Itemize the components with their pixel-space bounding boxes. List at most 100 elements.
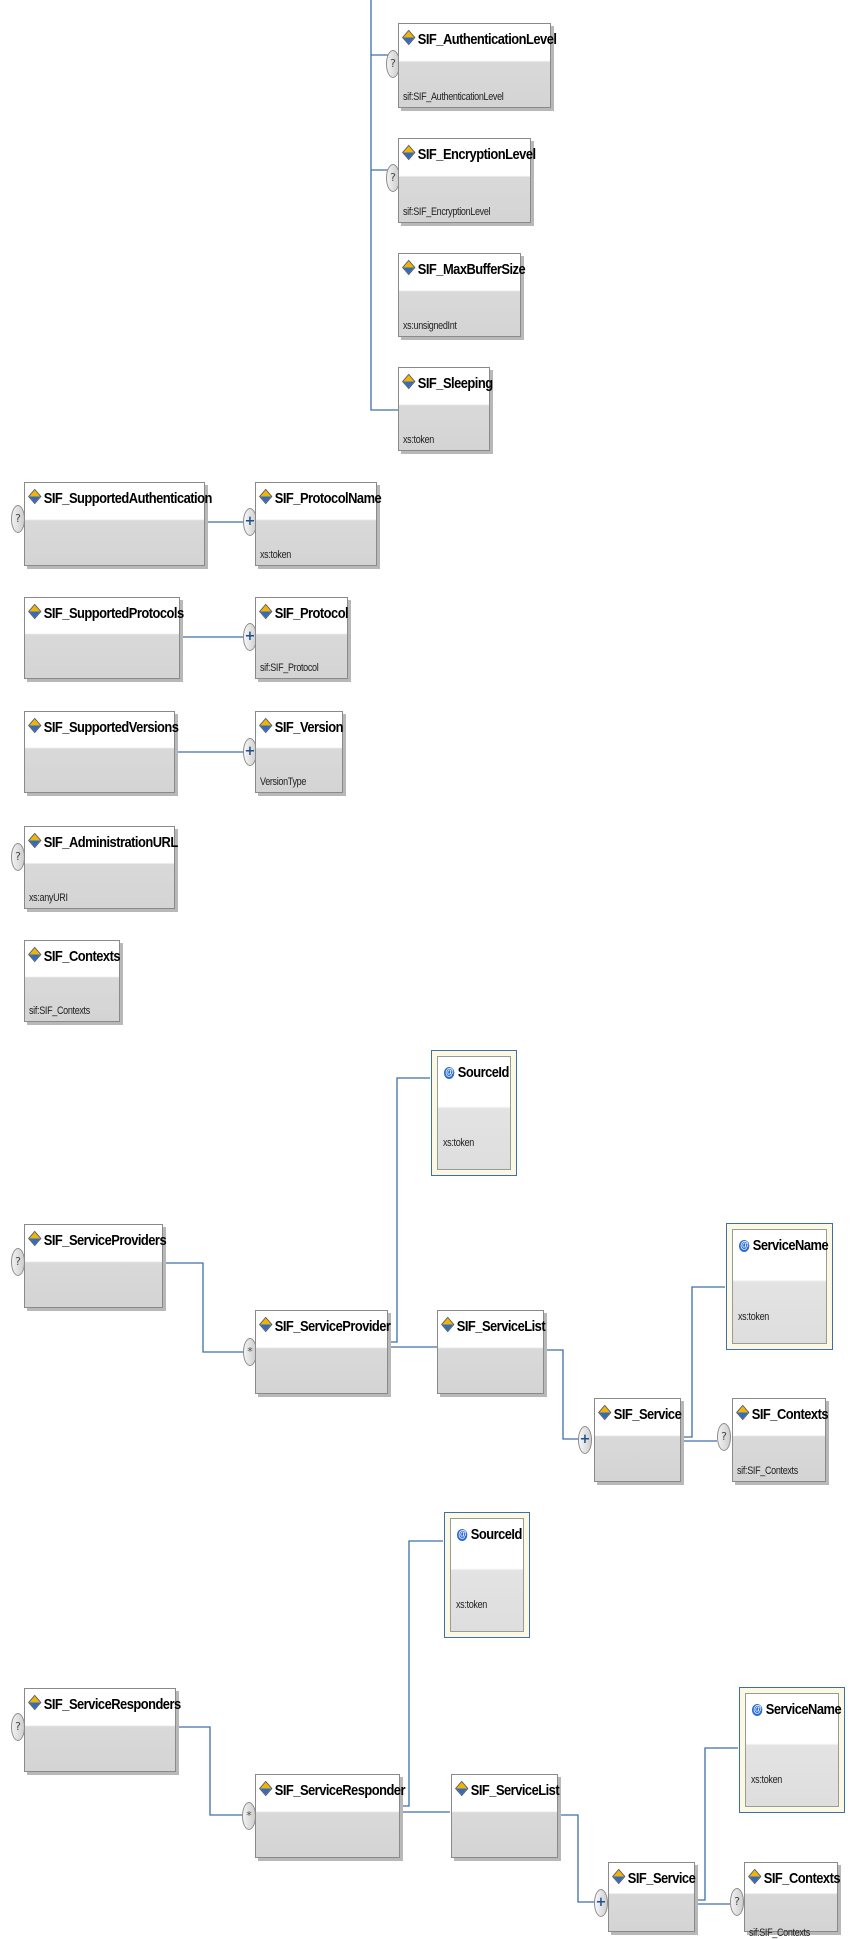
element-icon xyxy=(259,717,273,734)
node-type: xs:unsignedInt xyxy=(403,320,457,332)
provider-sif-servicelist-node[interactable]: SIF_ServiceList xyxy=(437,1310,546,1394)
node-name: ServiceName xyxy=(752,1237,829,1254)
node-name: SourceId xyxy=(457,1064,510,1081)
optional-indicator: ? xyxy=(11,505,25,533)
node-name: SIF_SupportedVersions xyxy=(43,719,179,736)
attribute-icon: @ xyxy=(752,1704,763,1716)
element-icon xyxy=(259,488,273,505)
optional-indicator: ? xyxy=(11,843,25,871)
node-type: sif:SIF_EncryptionLevel xyxy=(403,206,491,218)
responder-sif-service-node[interactable]: SIF_Service xyxy=(608,1862,696,1932)
sif-serviceresponders-node[interactable]: SIF_ServiceResponders xyxy=(24,1688,181,1772)
node-name: SIF_Service xyxy=(627,1870,696,1887)
node-name: SIF_Contexts xyxy=(763,1870,841,1887)
optional-indicator: ? xyxy=(11,1248,25,1276)
node-name: SIF_SupportedProtocols xyxy=(43,605,184,622)
node-name: SIF_AdministrationURL xyxy=(43,834,178,851)
sif-authenticationlevel-node[interactable]: SIF_AuthenticationLevel sif:SIF_Authenti… xyxy=(398,23,557,108)
node-type: sif:SIF_Protocol xyxy=(260,662,319,674)
element-icon xyxy=(455,1780,469,1797)
optional-indicator: ? xyxy=(11,1713,25,1741)
sif-sleeping-node[interactable]: SIF_Sleeping xs:token xyxy=(398,367,493,451)
element-icon xyxy=(441,1316,455,1333)
node-name: SIF_ServiceList xyxy=(456,1318,546,1335)
provider-sif-contexts-node[interactable]: SIF_Contexts sif:SIF_Contexts xyxy=(732,1398,829,1482)
sif-supportedprotocols-node[interactable]: SIF_SupportedProtocols xyxy=(24,597,184,679)
sif-maxbuffersize-node[interactable]: SIF_MaxBufferSize xs:unsignedInt xyxy=(398,253,526,337)
node-name: SIF_ServiceResponder xyxy=(274,1782,406,1799)
element-icon xyxy=(259,1316,273,1333)
responder-sif-servicelist-node[interactable]: SIF_ServiceList xyxy=(451,1774,560,1858)
node-name: SIF_ServiceList xyxy=(470,1782,560,1799)
element-icon xyxy=(28,603,42,620)
node-type: xs:token xyxy=(738,1311,769,1323)
optional-indicator: ? xyxy=(717,1423,731,1451)
node-type: xs:token xyxy=(443,1137,474,1149)
node-name: SIF_Service xyxy=(613,1406,682,1423)
element-icon xyxy=(402,144,416,161)
sif-protocolname-node[interactable]: SIF_ProtocolName xs:token xyxy=(255,482,382,566)
node-name: ServiceName xyxy=(765,1701,842,1718)
attribute-icon: @ xyxy=(444,1067,455,1079)
responder-servicename-attribute[interactable]: @ServiceName xs:token xyxy=(739,1687,845,1813)
node-name: SIF_MaxBufferSize xyxy=(417,261,526,278)
attribute-icon: @ xyxy=(457,1529,468,1541)
node-type: xs:token xyxy=(751,1774,782,1786)
sif-serviceproviders-node[interactable]: SIF_ServiceProviders xyxy=(24,1224,167,1308)
responder-sourceid-attribute[interactable]: @SourceId xs:token xyxy=(444,1512,530,1638)
sif-protocol-node[interactable]: SIF_Protocol sif:SIF_Protocol xyxy=(255,597,349,679)
provider-sourceid-attribute[interactable]: @SourceId xs:token xyxy=(431,1050,517,1176)
node-type: sif:SIF_AuthenticationLevel xyxy=(403,91,504,103)
provider-sif-service-node[interactable]: SIF_Service xyxy=(594,1398,682,1482)
element-icon xyxy=(612,1868,626,1885)
element-icon xyxy=(598,1404,612,1421)
node-type: xs:anyURI xyxy=(29,892,68,904)
node-type: xs:token xyxy=(260,549,291,561)
sif-contexts-node[interactable]: SIF_Contexts sif:SIF_Contexts xyxy=(24,940,121,1022)
sif-supportedversions-node[interactable]: SIF_SupportedVersions xyxy=(24,711,179,793)
node-name: SourceId xyxy=(470,1526,523,1543)
sif-serviceprovider-node[interactable]: SIF_ServiceProvider xyxy=(255,1310,391,1394)
provider-servicename-attribute[interactable]: @ServiceName xs:token xyxy=(726,1223,833,1350)
node-type: sif:SIF_Contexts xyxy=(737,1465,798,1477)
zero-or-more-indicator: * xyxy=(242,1802,256,1830)
node-name: SIF_Version xyxy=(274,719,344,736)
element-icon xyxy=(402,373,416,390)
sequence-indicator: + xyxy=(578,1426,592,1454)
node-name: SIF_Contexts xyxy=(751,1406,829,1423)
node-name: SIF_ProtocolName xyxy=(274,490,382,507)
sif-version-node[interactable]: SIF_Version VersionType xyxy=(255,711,343,793)
element-icon xyxy=(28,1230,42,1247)
node-name: SIF_AuthenticationLevel xyxy=(417,31,557,48)
node-type: VersionType xyxy=(260,776,307,788)
responder-sif-contexts-node[interactable]: SIF_Contexts sif:SIF_Contexts xyxy=(744,1862,841,1939)
element-icon xyxy=(28,717,42,734)
node-name: SIF_EncryptionLevel xyxy=(417,146,536,163)
element-icon xyxy=(402,259,416,276)
element-icon xyxy=(28,832,42,849)
sif-serviceresponder-node[interactable]: SIF_ServiceResponder xyxy=(255,1774,405,1858)
sif-supportedauthentication-node[interactable]: SIF_SupportedAuthentication xyxy=(24,482,212,566)
node-name: SIF_ServiceProvider xyxy=(274,1318,391,1335)
node-name: SIF_ServiceProviders xyxy=(43,1232,167,1249)
node-type: sif:SIF_Contexts xyxy=(749,1927,810,1939)
optional-indicator: ? xyxy=(730,1888,744,1916)
element-icon xyxy=(259,603,273,620)
sif-administrationurl-node[interactable]: SIF_AdministrationURL xs:anyURI xyxy=(24,826,178,909)
element-icon xyxy=(28,1694,42,1711)
sequence-indicator: + xyxy=(594,1889,608,1917)
element-icon xyxy=(402,29,416,46)
node-name: SIF_Protocol xyxy=(274,605,349,622)
node-type: xs:token xyxy=(403,434,434,446)
sif-encryptionlevel-node[interactable]: SIF_EncryptionLevel sif:SIF_EncryptionLe… xyxy=(398,138,536,223)
element-icon xyxy=(748,1868,762,1885)
attribute-icon: @ xyxy=(739,1240,750,1252)
node-name: SIF_SupportedAuthentication xyxy=(43,490,213,507)
node-type: xs:token xyxy=(456,1599,487,1611)
node-name: SIF_Contexts xyxy=(43,948,121,965)
element-icon xyxy=(28,946,42,963)
element-icon xyxy=(259,1780,273,1797)
element-icon xyxy=(28,488,42,505)
node-type: sif:SIF_Contexts xyxy=(29,1005,90,1017)
